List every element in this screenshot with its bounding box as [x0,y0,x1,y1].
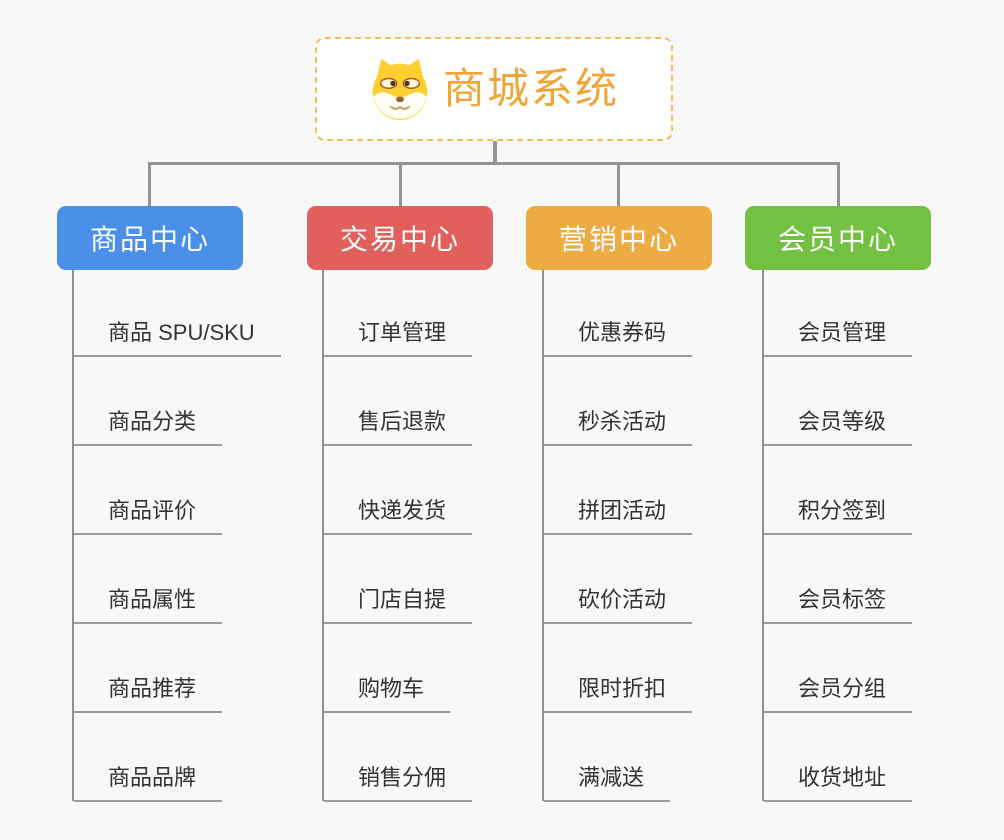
branch-header[interactable]: 商品中心 [57,206,243,270]
tree-item[interactable]: 会员等级 [764,409,913,446]
tree-item[interactable]: 快递发货 [324,498,473,535]
tree-item[interactable]: 商品评价 [74,498,223,535]
tree-item[interactable]: 积分签到 [764,498,913,535]
tree-item[interactable]: 售后退款 [324,409,473,446]
connector-drop [837,162,840,207]
tree-item[interactable]: 销售分佣 [324,765,473,802]
branch-column: 优惠券码 秒杀活动 拼团活动 砍价活动 限时折扣 满减送 [542,270,784,802]
branch-column: 商品 SPU/SKU 商品分类 商品评价 商品属性 商品推荐 商品品牌 [72,270,314,802]
connector-drop [399,162,402,207]
tree-item[interactable]: 会员标签 [764,587,913,624]
root-title: 商城系统 [442,65,619,112]
connector-root-stem [493,140,497,163]
connector-drop [617,162,620,207]
branch-header[interactable]: 会员中心 [745,206,931,270]
tree-item[interactable]: 会员管理 [764,320,913,357]
branch-column: 会员管理 会员等级 积分签到 会员标签 会员分组 收货地址 [762,270,1004,802]
tree-item[interactable]: 优惠券码 [544,320,693,357]
tree-item[interactable]: 满减送 [544,765,671,802]
connector-drop [148,162,151,207]
branch-header[interactable]: 营销中心 [526,206,712,270]
tree-item[interactable]: 限时折扣 [544,676,693,713]
connector-bus [148,162,840,165]
tree-item[interactable]: 商品分类 [74,409,223,446]
tree-item[interactable]: 商品品牌 [74,765,223,802]
dog-icon [369,56,431,122]
tree-item[interactable]: 砍价活动 [544,587,693,624]
tree-item[interactable]: 购物车 [324,676,451,713]
root-node[interactable]: 商城系统 [315,37,673,141]
tree-item[interactable]: 会员分组 [764,676,913,713]
tree-item[interactable]: 门店自提 [324,587,473,624]
branch-header[interactable]: 交易中心 [307,206,493,270]
tree-item[interactable]: 商品推荐 [74,676,223,713]
tree-item[interactable]: 拼团活动 [544,498,693,535]
branch-column: 订单管理 售后退款 快递发货 门店自提 购物车 销售分佣 [322,270,564,802]
tree-item[interactable]: 商品属性 [74,587,223,624]
tree-item[interactable]: 商品 SPU/SKU [74,320,281,357]
tree-item[interactable]: 收货地址 [764,765,913,802]
tree-item[interactable]: 秒杀活动 [544,409,693,446]
tree-item[interactable]: 订单管理 [324,320,473,357]
